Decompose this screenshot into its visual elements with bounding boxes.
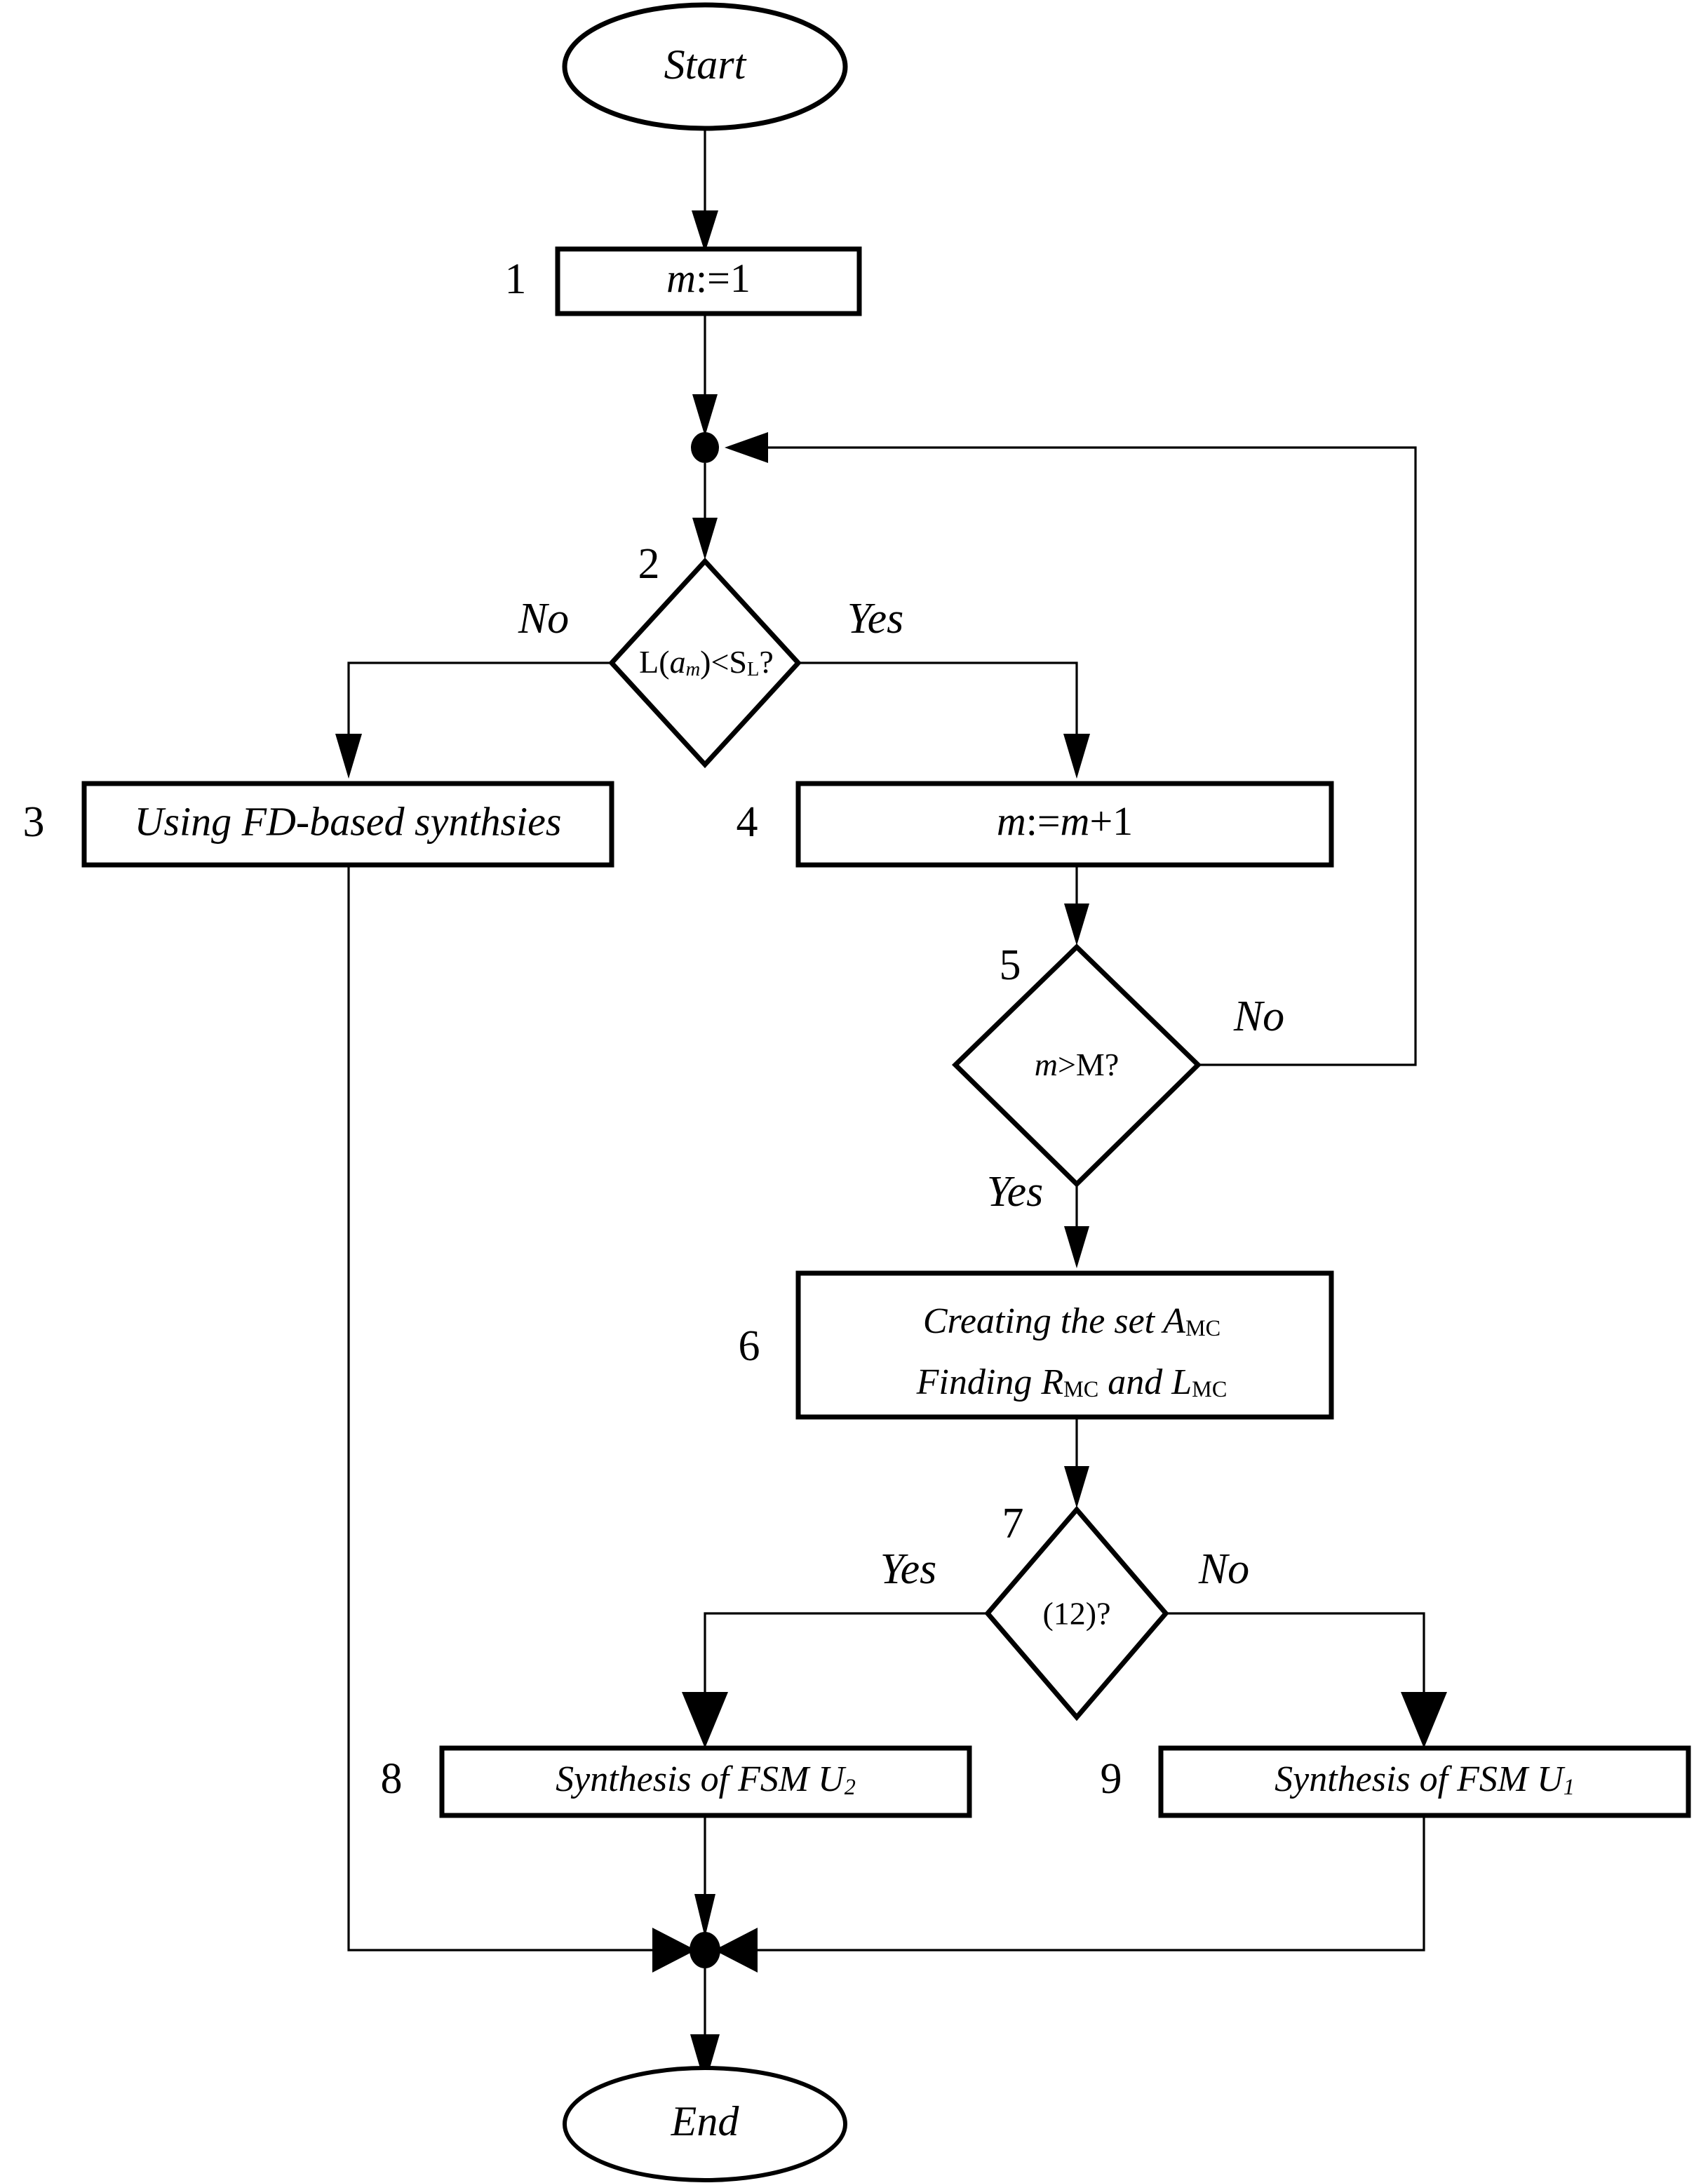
branch-label-7-yes: Yes	[880, 1545, 936, 1593]
arrowhead-to-6	[1064, 1226, 1089, 1268]
node-1-number: 1	[505, 255, 527, 303]
node-decision-2[interactable]	[608, 557, 802, 769]
connector-7-yes-to-8	[704, 1612, 988, 1712]
arrowhead-bottom-from-top	[694, 1894, 715, 1937]
node-end-label: End	[671, 2098, 740, 2144]
connector-2-no-to-3	[347, 661, 612, 758]
arrowhead-to-9	[1401, 1692, 1447, 1748]
junction-dot-top	[691, 432, 719, 463]
node-8-label: Synthesis of FSM U2	[556, 1759, 856, 1799]
node-process-6[interactable]	[795, 1270, 1334, 1420]
node-3-label: Using FD-based synthsies	[135, 798, 562, 844]
connector-feedback-loop	[745, 446, 1417, 1066]
junction-dot-bottom	[690, 1932, 720, 1968]
arrowhead-to-1	[692, 210, 718, 253]
node-4-number: 4	[737, 798, 758, 846]
node-9-number: 9	[1101, 1755, 1122, 1803]
node-6-number: 6	[739, 1322, 760, 1370]
node-2-number: 2	[638, 540, 660, 588]
arrowhead-to-5	[1064, 904, 1089, 946]
node-3-number: 3	[23, 798, 45, 846]
node-start-label: Start	[664, 41, 747, 88]
branch-label-5-yes: Yes	[987, 1168, 1043, 1216]
node-5-label: m>M?	[1035, 1047, 1119, 1082]
node-process-4[interactable]	[795, 781, 1334, 868]
connector-3-to-bottom-junction	[347, 865, 673, 1952]
node-process-1[interactable]	[555, 246, 862, 316]
node-process-8[interactable]	[439, 1745, 972, 1818]
arrowhead-to-2	[692, 518, 718, 560]
arrowhead-to-7	[1064, 1466, 1089, 1508]
node-start[interactable]	[562, 2, 848, 131]
arrowhead-feedback-into-junction	[725, 432, 768, 463]
node-end[interactable]	[563, 2066, 847, 2182]
node-9-label: Synthesis of FSM U1	[1275, 1759, 1575, 1799]
node-7-number: 7	[1002, 1500, 1024, 1547]
node-6-label-line1: Creating the set AMC	[923, 1301, 1221, 1341]
arrowhead-bottom-from-right	[714, 1928, 758, 1973]
connector-2-yes-to-4	[798, 661, 1078, 758]
arrowhead-to-end	[690, 2034, 720, 2085]
arrowhead-bottom-from-left	[652, 1928, 696, 1973]
connector-9-to-bottom-junction	[737, 1815, 1425, 1952]
branch-label-2-no: No	[518, 595, 569, 643]
node-decision-7[interactable]	[984, 1505, 1169, 1721]
node-7-label: (12)?	[1042, 1596, 1110, 1632]
node-process-9[interactable]	[1158, 1745, 1691, 1818]
branch-label-2-yes: Yes	[847, 595, 903, 643]
node-8-number: 8	[381, 1755, 403, 1803]
node-decision-5[interactable]	[951, 943, 1202, 1188]
branch-label-5-no: No	[1233, 993, 1284, 1040]
arrowhead-to-4	[1063, 734, 1090, 779]
node-1-label: m:=1	[666, 255, 751, 301]
arrowhead-to-8	[682, 1692, 728, 1748]
node-5-number: 5	[1000, 941, 1021, 989]
node-4-label: m:=m+1	[997, 798, 1133, 844]
node-2-label: L(am)<SL?	[639, 644, 774, 680]
branch-label-7-no: No	[1198, 1545, 1249, 1593]
arrowhead-to-junction-top	[692, 394, 718, 436]
node-6-label-line2: Finding RMC and LMC	[916, 1362, 1228, 1402]
arrowhead-to-3	[335, 734, 362, 779]
node-process-3[interactable]	[81, 781, 614, 868]
connector-7-no-to-9	[1166, 1612, 1425, 1712]
